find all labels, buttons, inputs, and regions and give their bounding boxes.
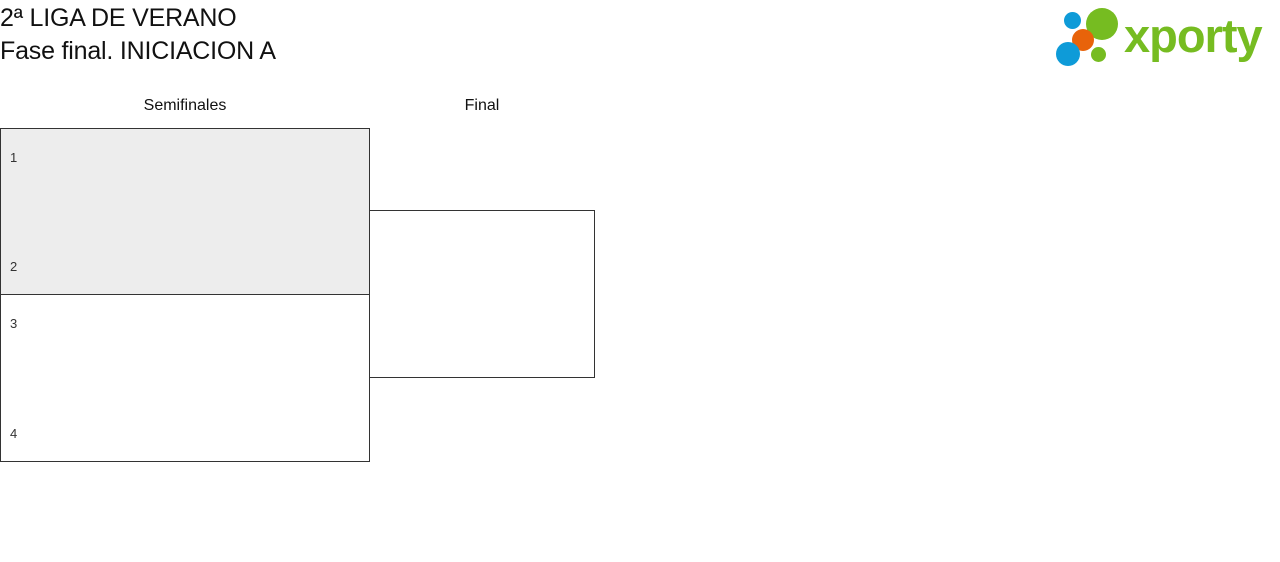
round-header-semifinales: Semifinales xyxy=(143,97,227,114)
match-slot-seed-3[interactable]: 3 xyxy=(10,316,18,331)
round-header-final: Final xyxy=(464,97,500,114)
logo-wordmark: xporty xyxy=(1124,9,1263,62)
tournament-title: 2ª LIGA DE VERANO Fase final. INICIACION… xyxy=(0,2,276,68)
tournament-title-line-1: 2ª LIGA DE VERANO xyxy=(0,4,237,32)
orange-dot-icon xyxy=(1072,29,1094,51)
match-box-final[interactable] xyxy=(369,210,595,378)
match-slot-seed-2[interactable]: 2 xyxy=(10,259,18,274)
green-small-dot-icon xyxy=(1091,47,1106,62)
match-box-semifinal-1[interactable]: 1 2 xyxy=(0,128,370,295)
page-header: 2ª LIGA DE VERANO Fase final. INICIACION… xyxy=(0,0,1280,78)
blue-large-dot-icon xyxy=(1056,42,1080,66)
match-slot-seed-1[interactable]: 1 xyxy=(10,150,18,165)
tournament-title-line-2: Fase final. INICIACION A xyxy=(0,37,276,65)
xporty-logo[interactable]: xporty xyxy=(1048,4,1276,70)
match-box-semifinal-2[interactable]: 3 4 xyxy=(0,294,370,462)
blue-small-dot-icon xyxy=(1064,12,1081,29)
match-slot-seed-4[interactable]: 4 xyxy=(10,426,18,441)
logo-dot-cluster-icon xyxy=(1054,6,1126,68)
